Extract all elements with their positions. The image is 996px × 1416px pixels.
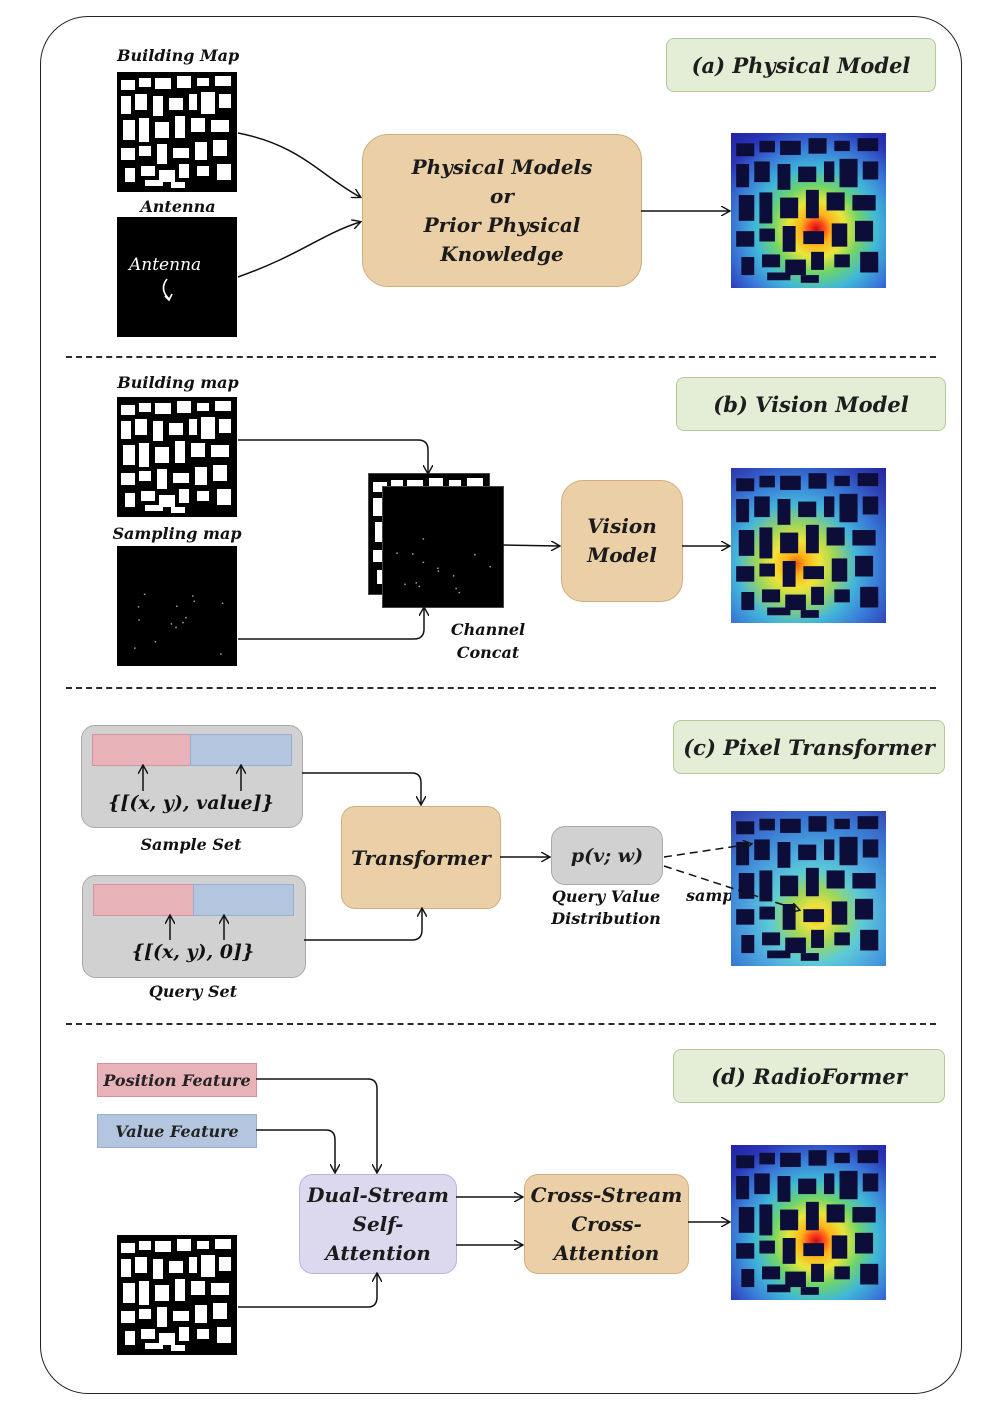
divider-ab: [66, 356, 936, 358]
antenna-label: Antenna: [140, 197, 216, 216]
building-map-a: [117, 72, 237, 192]
vision-model-line1: Vision: [587, 514, 657, 538]
arrow-value-to-selfattn: [256, 1129, 335, 1172]
query-set-caption: Query Set: [148, 982, 238, 1001]
value-feature-box: Value Feature: [97, 1114, 257, 1148]
vision-model-box: Vision Model: [561, 480, 683, 602]
channel-concat-label: Channel Concat: [440, 618, 536, 664]
concat-layer-front: [382, 486, 504, 608]
physical-models-box: Physical Models or Prior Physical Knowle…: [362, 134, 642, 287]
cross-attention-line1: Cross-Stream: [530, 1182, 683, 1207]
building-map-d: [117, 1235, 237, 1355]
sample-set-caption: Sample Set: [140, 835, 242, 854]
arrow-query-to-transformer: [304, 909, 422, 941]
query-tuple: {[(x, y), 0]}: [131, 941, 255, 963]
panel-b-tag: (b) Vision Model: [676, 377, 946, 431]
channel-concat-line1: Channel: [450, 620, 526, 639]
antenna-map: Antenna: [117, 217, 237, 337]
arrow-sample-to-transformer: [302, 772, 421, 804]
arrow-concat-to-vision: [502, 545, 559, 546]
query-position-bar: [93, 884, 195, 916]
panel-d-tag: (d) RadioFormer: [673, 1049, 945, 1103]
building-map-label-a: Building Map: [117, 46, 240, 65]
sample-value-bar: [190, 734, 292, 766]
dual-stream-self-attention-box: Dual-Stream Self-Attention: [299, 1174, 457, 1274]
arrow-dist-to-map-lower: [663, 865, 799, 910]
divider-bc: [66, 687, 936, 689]
arrow-dist-to-map-upper: [663, 844, 751, 858]
transformer-box: Transformer: [341, 806, 501, 909]
antenna-inner-text: Antenna: [129, 255, 202, 275]
query-value-bar: [193, 884, 294, 916]
sample-tuple: {[(x, y), value]}: [108, 792, 274, 814]
arrow-building-to-physical: [237, 132, 360, 197]
physical-models-line3: Prior Physical Knowledge: [423, 212, 581, 266]
panel-a-tag: (a) Physical Model: [666, 38, 936, 92]
self-attention-line2: Self-Attention: [325, 1211, 431, 1265]
physical-models-line2: or: [490, 183, 514, 208]
distribution-caption: Query Value Distribution: [540, 886, 672, 930]
radio-map-output-a: [731, 133, 886, 288]
cross-attention-line2: Cross-Attention: [553, 1211, 660, 1265]
arrow-building-to-concat: [238, 439, 428, 473]
radio-map-output-b: [731, 468, 886, 623]
building-map-label-b: Building map: [117, 373, 239, 392]
distribution-box: p(v; w): [551, 826, 663, 885]
panel-c-tag: (c) Pixel Transformer: [673, 720, 945, 774]
sampling-map-label: Sampling map: [112, 524, 242, 543]
vision-model-line2: Model: [587, 543, 657, 567]
sampling-map: [117, 546, 237, 666]
cross-stream-cross-attention-box: Cross-Stream Cross-Attention: [524, 1174, 689, 1274]
distribution-caption-line2: Distribution: [551, 909, 661, 928]
channel-concat-line2: Concat: [456, 643, 520, 662]
curved-arrow-icon: [162, 278, 173, 302]
radio-map-output-d: [731, 1145, 886, 1300]
building-map-b: [117, 397, 237, 517]
arrow-sampling-to-concat: [238, 608, 424, 640]
arrow-antenna-to-physical: [237, 222, 360, 278]
self-attention-line1: Dual-Stream: [307, 1182, 449, 1207]
distribution-caption-line1: Query Value: [551, 887, 661, 906]
radio-map-output-c: [731, 811, 886, 966]
divider-cd: [66, 1023, 936, 1025]
position-feature-box: Position Feature: [97, 1063, 257, 1097]
physical-models-line1: Physical Models: [411, 154, 593, 179]
outer-frame: [40, 16, 962, 1394]
arrow-position-to-selfattn: [256, 1078, 377, 1172]
arrow-building-to-selfattn: [238, 1274, 377, 1308]
